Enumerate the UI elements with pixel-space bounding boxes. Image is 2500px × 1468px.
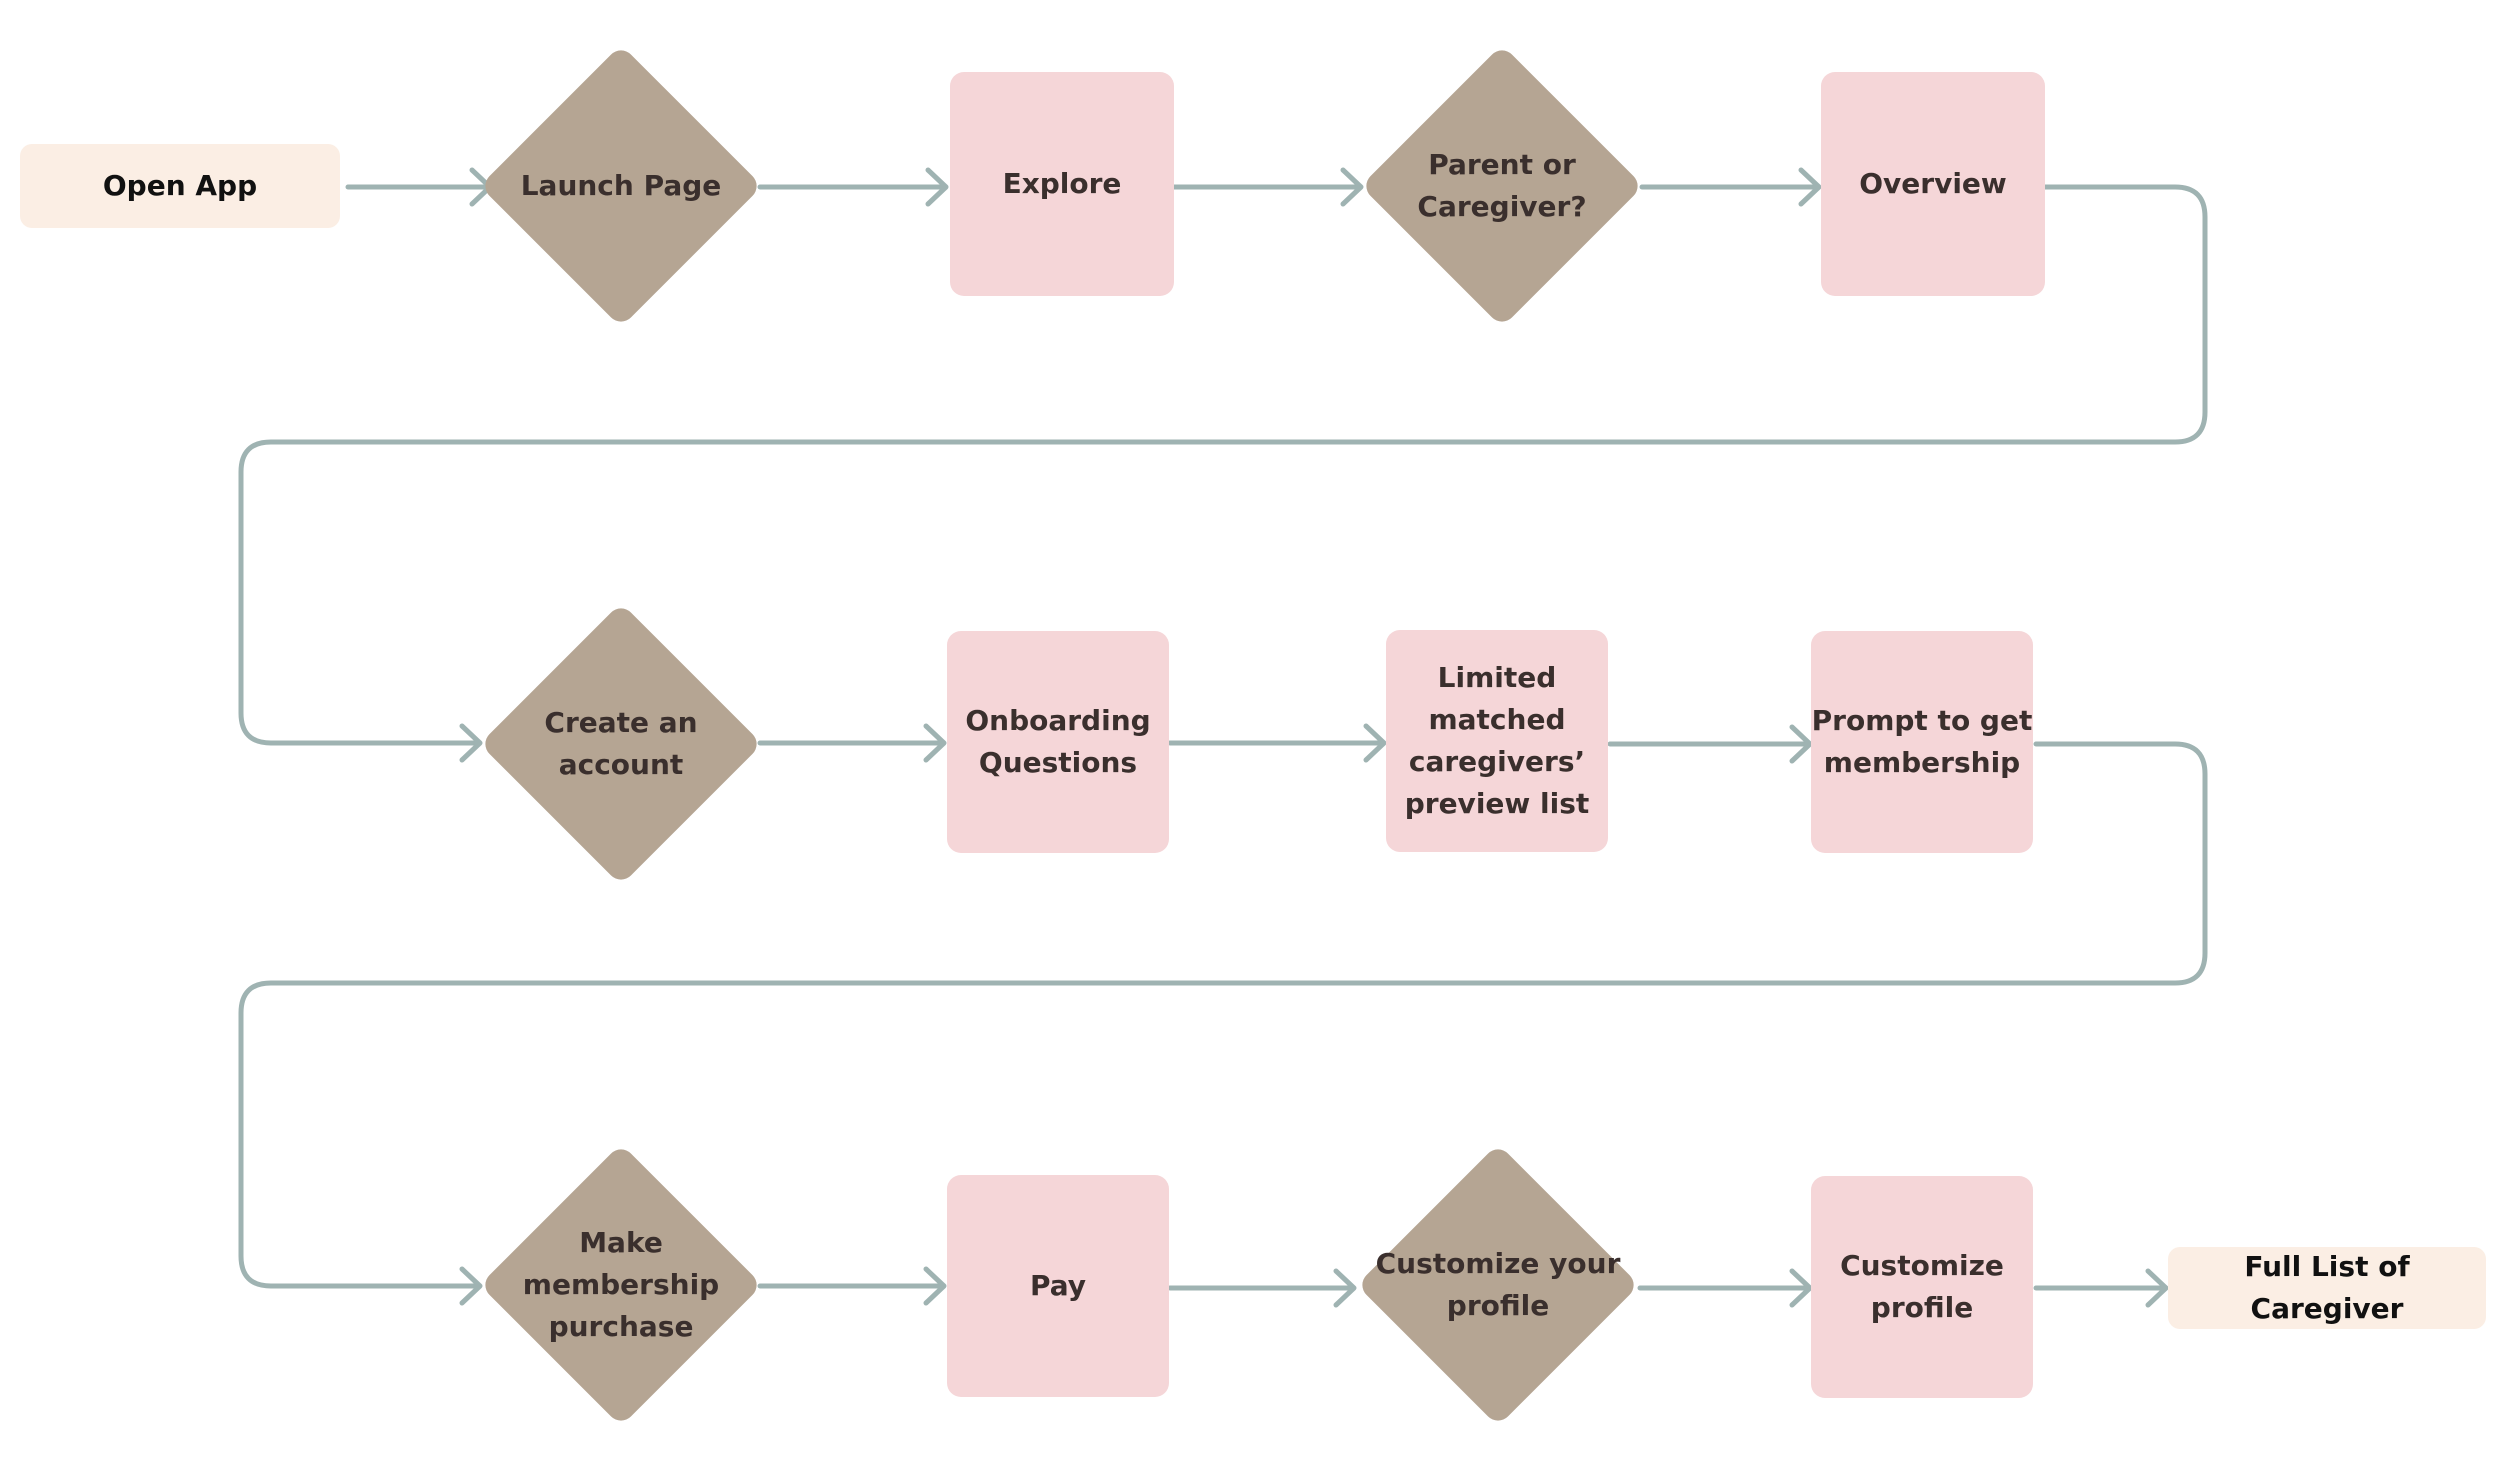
- arrowhead: [923, 723, 947, 763]
- arrowhead: [1798, 167, 1822, 207]
- node-label: Customize profile: [1840, 1249, 2004, 1324]
- node-label: Onboarding Questions: [965, 704, 1151, 779]
- arrowhead: [1789, 1268, 1813, 1308]
- node-label: Explore: [1002, 167, 1122, 200]
- node-parent-or-caregiver: Parent or Caregiver?: [1360, 44, 1644, 328]
- node-pay: Pay: [947, 1175, 1169, 1397]
- node-label: Customize your profile: [1375, 1247, 1621, 1322]
- arrowhead: [1363, 723, 1387, 763]
- node-prompt-membership: Prompt to get membership: [1811, 631, 2033, 853]
- arrowhead: [2145, 1268, 2169, 1308]
- arrowhead: [1340, 167, 1364, 207]
- node-make-membership-purchase: Make membership purchase: [479, 1143, 763, 1427]
- node-label: Create an account: [544, 706, 698, 781]
- arrowhead: [925, 167, 949, 207]
- node-full-list-of-caregiver: Full List of Caregiver: [2168, 1247, 2486, 1329]
- node-create-account: Create an account: [479, 602, 763, 886]
- arrowhead: [459, 723, 483, 763]
- arrowhead: [1789, 724, 1813, 764]
- arrowhead: [1333, 1268, 1357, 1308]
- node-customize-your-profile: Customize your profile: [1356, 1143, 1640, 1427]
- connector-overview-to-create-account: [238, 184, 2208, 746]
- node-label: Limited matched caregivers’ preview list: [1404, 661, 1590, 820]
- node-label: Pay: [1029, 1269, 1087, 1302]
- node-open-app: Open App: [20, 144, 340, 228]
- node-label: Open App: [102, 169, 258, 202]
- node-overview: Overview: [1821, 72, 2045, 296]
- node-limited-preview: Limited matched caregivers’ preview list: [1386, 630, 1608, 852]
- node-explore: Explore: [950, 72, 1174, 296]
- node-label: Full List of Caregiver: [2244, 1250, 2410, 1325]
- node-launch-page: Launch Page: [479, 44, 763, 328]
- node-onboarding-questions: Onboarding Questions: [947, 631, 1169, 853]
- node-label: Overview: [1859, 167, 2007, 200]
- node-label: Launch Page: [520, 169, 722, 202]
- node-label: Make membership purchase: [522, 1226, 720, 1343]
- connector-prompt-to-make-membership-purchase: [238, 741, 2208, 1289]
- node-customize-profile: Customize profile: [1811, 1176, 2033, 1398]
- node-label: Prompt to get membership: [1811, 704, 2033, 779]
- node-label: Parent or Caregiver?: [1417, 148, 1587, 223]
- arrowhead: [923, 1266, 947, 1306]
- arrowhead: [459, 1266, 483, 1306]
